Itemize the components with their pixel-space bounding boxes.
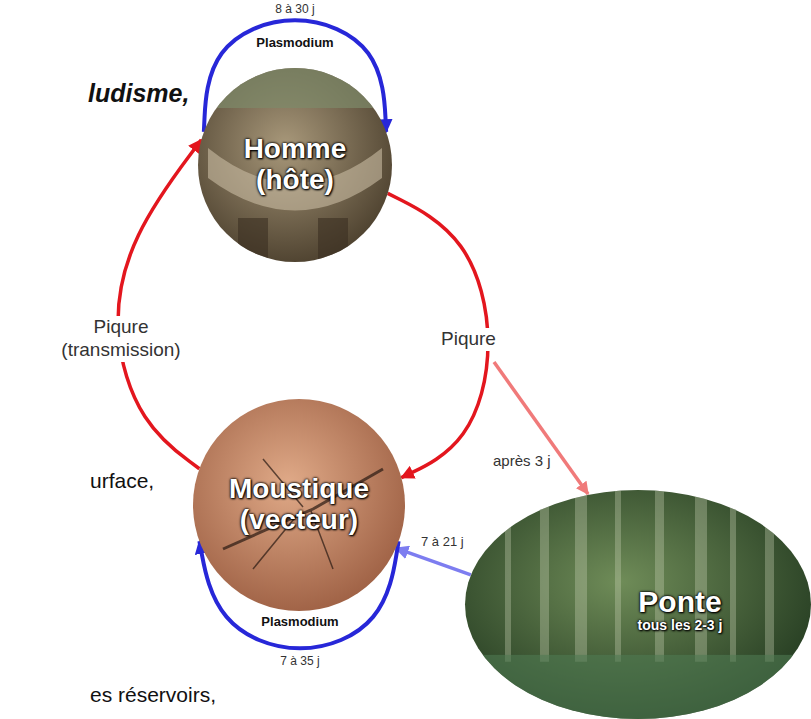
photo-detail (465, 490, 811, 719)
node-ground (465, 490, 811, 719)
edge-label: Plasmodium (245, 35, 345, 51)
text-fragment: es réservoirs, (90, 682, 216, 707)
node-ground (193, 399, 405, 611)
node-title: Homme (hôte) (235, 134, 355, 196)
laying-line (494, 362, 588, 494)
duration-label: après 3 j (490, 452, 554, 470)
photo-circle: Moustique (vecteur) (193, 399, 405, 611)
egg-laying-ellipse: Pontetous les 2-3 j (465, 490, 811, 719)
duration-label: 7 à 35 j (270, 654, 330, 668)
photo-circle: Homme (hôte) (198, 68, 392, 262)
node-ground (198, 68, 392, 262)
text-fragment: urface, (90, 468, 154, 493)
edge-label: Plasmodium (250, 614, 350, 630)
node-title: Ponte (638, 585, 721, 618)
node-note: tous les 2-3 j (638, 618, 723, 633)
cycle-arrow (118, 140, 201, 469)
duration-label: 8 à 30 j (265, 2, 325, 16)
node-title: Moustique (vecteur) (217, 474, 382, 536)
photo-detail (198, 68, 392, 262)
node-shape (465, 490, 811, 719)
edge-label: Piqure (transmission) (48, 316, 194, 362)
edge-label: 7 à 21 j (418, 534, 467, 550)
text-fragment: ludisme, (88, 78, 189, 108)
edge-label: Piqure (438, 328, 499, 351)
cycle-arrow (396, 548, 471, 575)
